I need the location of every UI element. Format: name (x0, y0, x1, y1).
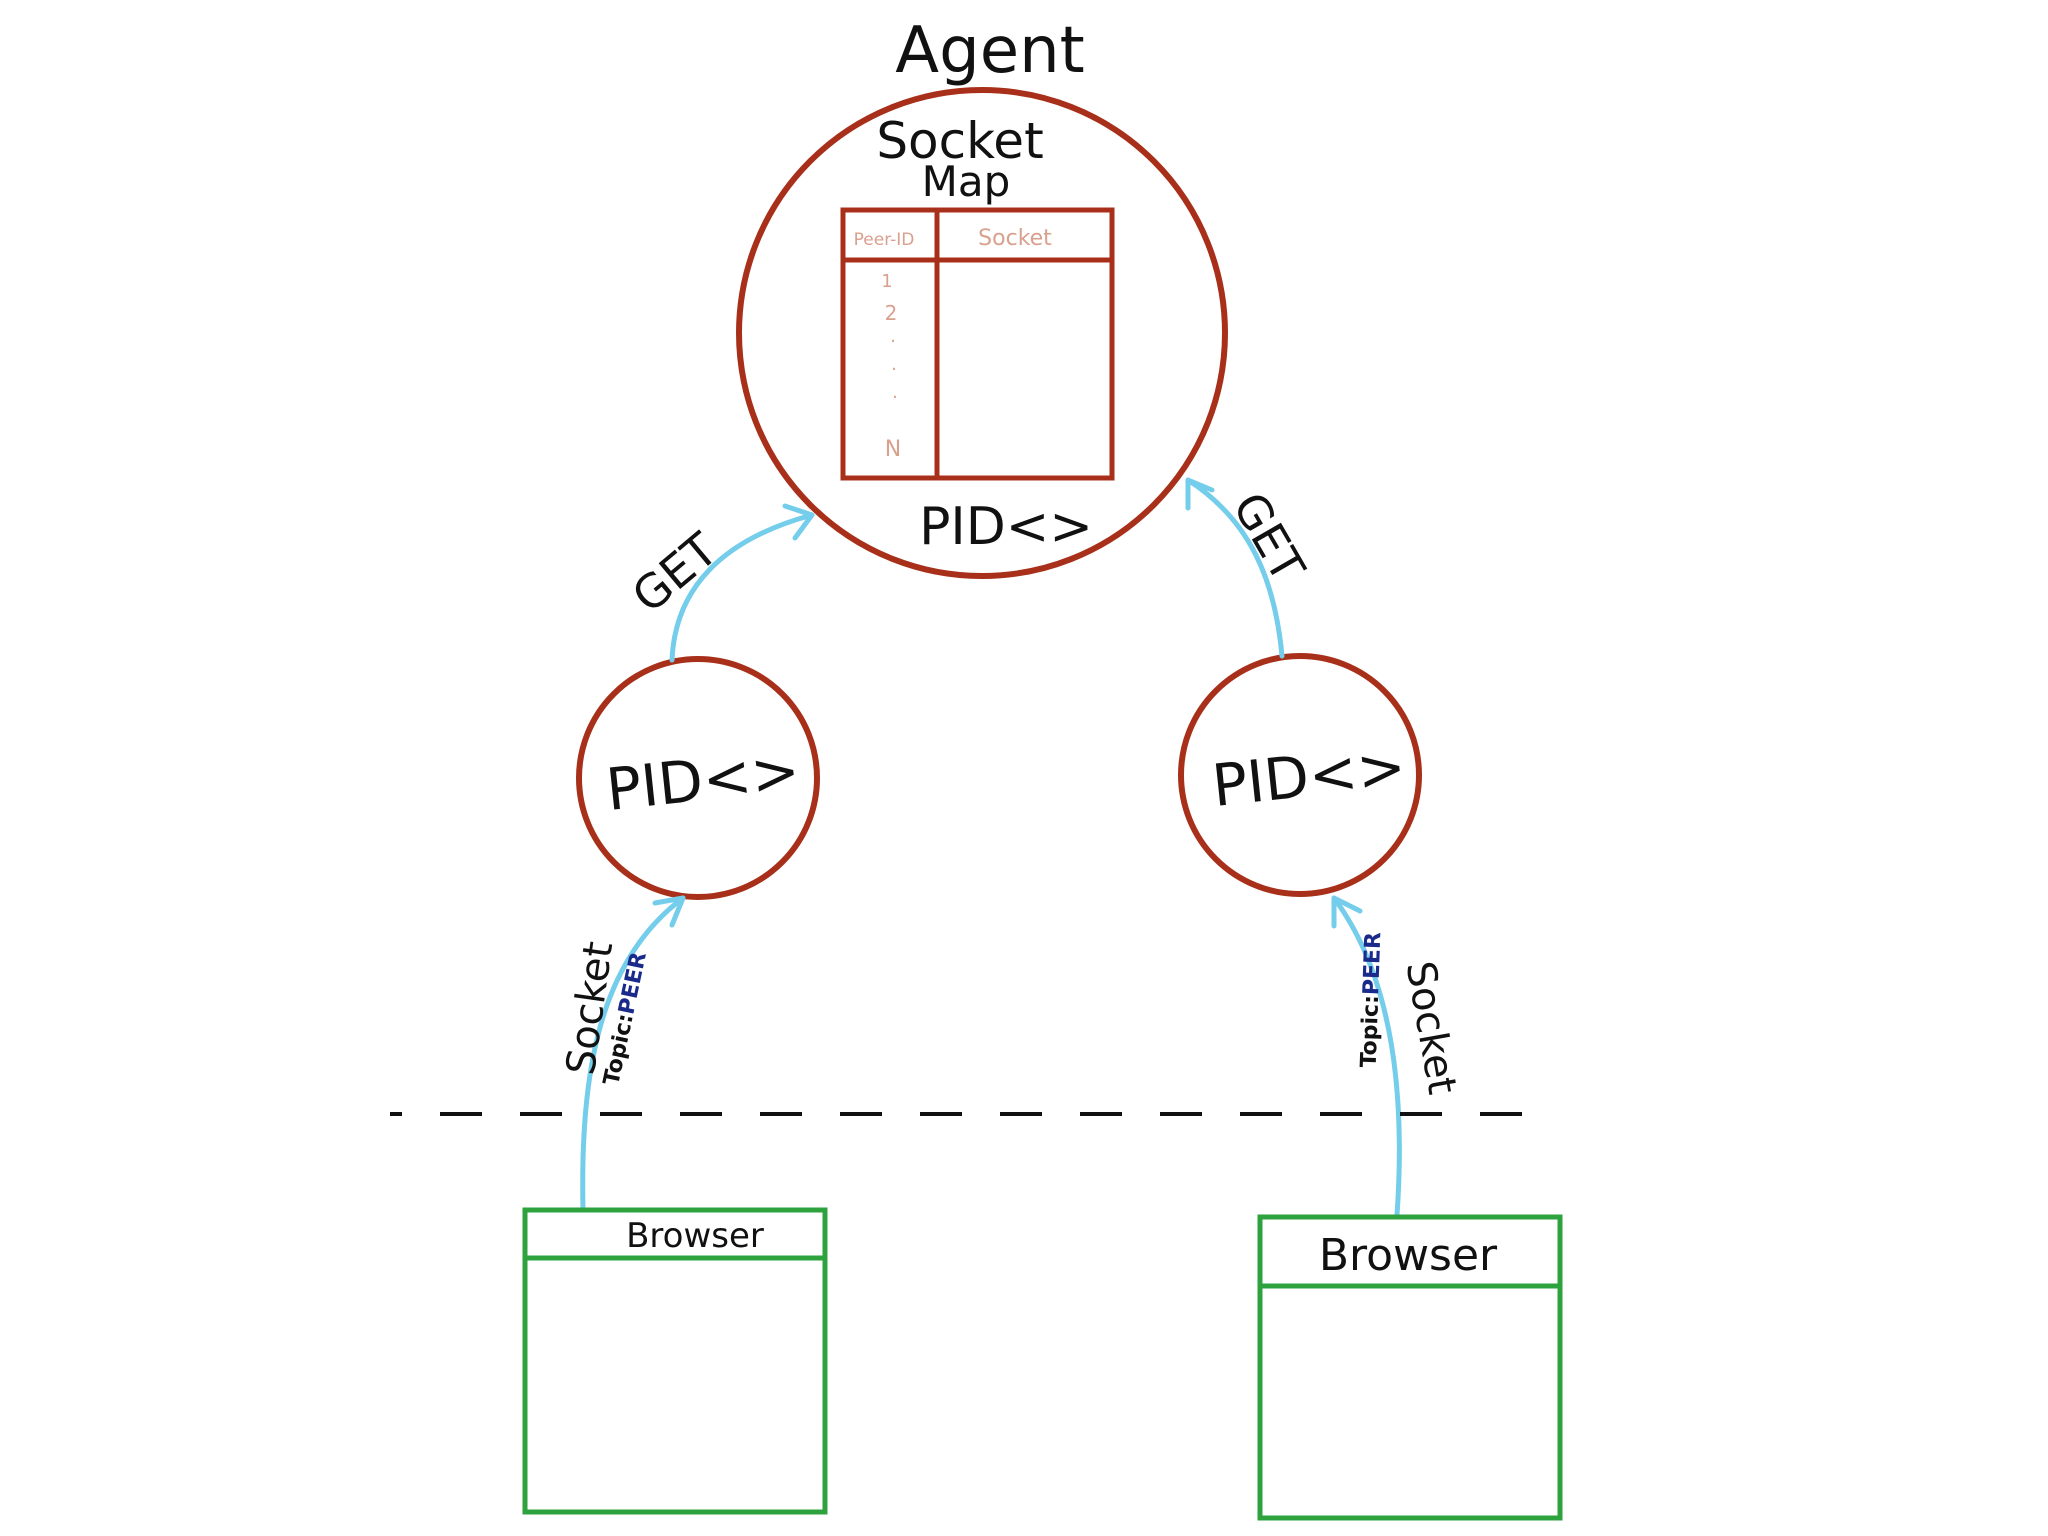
left-process-node: PID<> (576, 656, 820, 900)
left-pid-label: PID<> (603, 736, 803, 824)
right-socket-label: Socket (1397, 958, 1466, 1098)
left-browser: Browser (522, 1207, 828, 1515)
left-socket-arrow (580, 895, 686, 1213)
agent-circle (736, 87, 1228, 579)
right-topic-name: PEER (1359, 932, 1386, 996)
right-get-arrowhead (1185, 477, 1215, 511)
right-browser-label: Browser (1319, 1230, 1498, 1281)
socket-map-table: Peer-ID Socket 1 2 . . . N (840, 207, 1115, 481)
right-topic-prefix: Topic: (1357, 995, 1385, 1068)
left-browser-window (522, 1207, 828, 1515)
table-header-peer-id: Peer-ID (854, 230, 915, 250)
left-get-label: GET (622, 522, 728, 624)
socket-map-title-line2: Map (922, 157, 1011, 206)
right-process-circle (1178, 653, 1422, 897)
right-browser-window (1257, 1214, 1563, 1521)
left-socket-arrowhead (652, 895, 686, 928)
table-header-socket: Socket (978, 226, 1052, 251)
table-row-id: 2 (885, 301, 898, 325)
right-topic-label: Topic:PEER (1357, 932, 1387, 1068)
left-process-circle (576, 656, 820, 900)
socket-map-title-line1: Socket (876, 112, 1043, 170)
left-browser-label: Browser (626, 1216, 764, 1256)
agent-node: Agent Socket Map Peer-ID Socket 1 2 . . … (736, 14, 1228, 579)
right-browser: Browser (1257, 1214, 1563, 1521)
agent-title: Agent (895, 14, 1084, 88)
table-row-id: 1 (881, 271, 892, 292)
agent-pid-label: PID<> (919, 497, 1093, 557)
right-get-label: GET (1222, 483, 1316, 591)
right-get-arrow (1185, 477, 1285, 659)
left-get-arrow (669, 512, 815, 663)
right-pid-label: PID<> (1209, 732, 1409, 820)
table-row-ellipsis: . (890, 326, 896, 347)
left-get-arrowhead (782, 503, 815, 541)
table-row-ellipsis: . (891, 354, 897, 375)
right-socket-arrowhead (1331, 895, 1363, 929)
right-socket-arrow (1331, 895, 1402, 1218)
table-border (840, 207, 1115, 481)
table-row-ellipsis: . (892, 382, 898, 403)
table-row-id: N (885, 437, 901, 462)
right-process-node: PID<> (1178, 653, 1422, 897)
